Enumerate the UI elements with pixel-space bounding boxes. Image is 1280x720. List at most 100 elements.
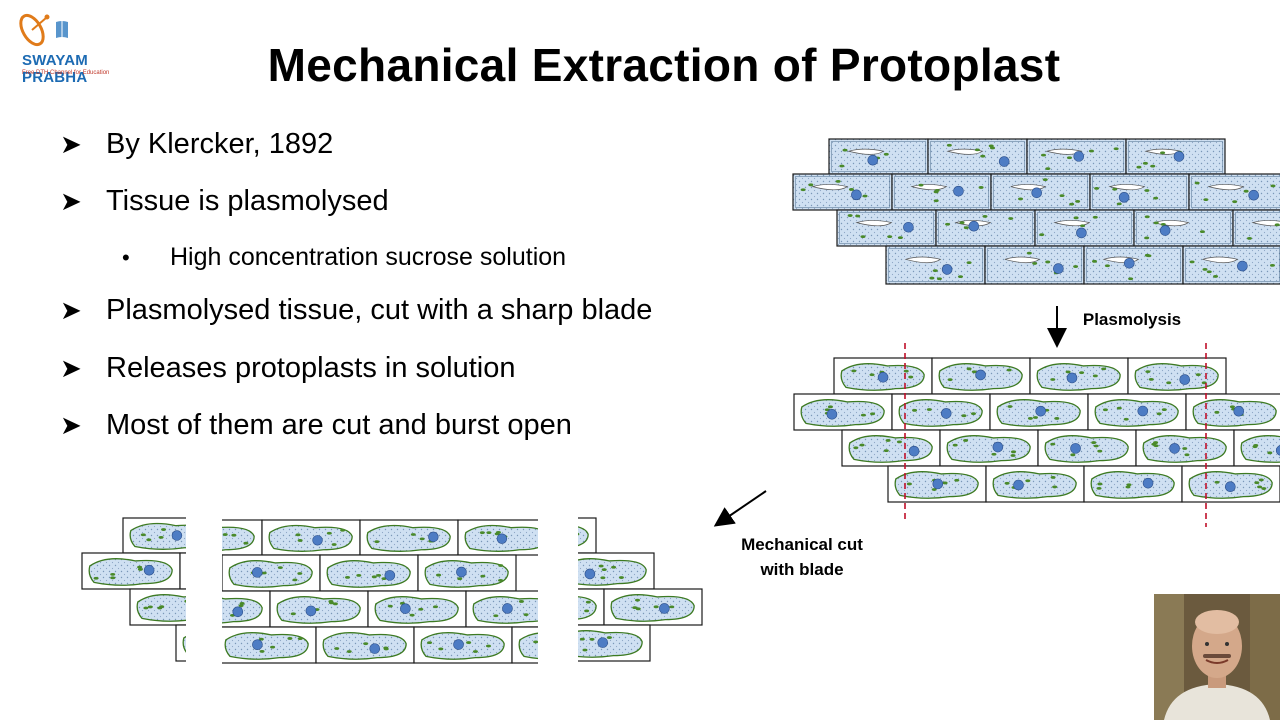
nucleus — [1031, 187, 1043, 199]
protoplast — [578, 630, 643, 658]
chloroplast — [1126, 483, 1132, 487]
plasmolysed-cell — [1181, 465, 1280, 503]
chloroplast — [945, 222, 951, 226]
chloroplast — [1054, 417, 1060, 420]
chloroplast — [932, 269, 938, 273]
nucleus — [953, 185, 964, 197]
chloroplast — [589, 637, 595, 641]
plasmolysed-cell — [841, 429, 941, 467]
nucleus — [975, 369, 986, 381]
chloroplast — [328, 600, 334, 603]
nucleus — [584, 568, 596, 580]
chloroplast — [191, 531, 196, 534]
chloroplast — [1069, 202, 1075, 206]
chloroplast — [480, 574, 486, 578]
protoplast — [374, 596, 459, 624]
chloroplast — [1050, 378, 1056, 381]
nucleus — [998, 156, 1010, 167]
nucleus — [1237, 260, 1248, 272]
chloroplast — [270, 645, 276, 649]
chloroplast — [1059, 194, 1065, 198]
chloroplast — [600, 576, 606, 580]
arrow-bullet-icon: ➤ — [60, 186, 82, 216]
plasmolysed-cell — [315, 626, 415, 664]
nucleus — [251, 567, 263, 578]
chloroplast — [297, 539, 303, 542]
chloroplast — [835, 179, 841, 183]
arrow-bullet-icon: ➤ — [60, 410, 82, 440]
plasmolysed-tissue — [793, 357, 1280, 503]
plasmolysed-cell — [1083, 465, 1183, 503]
nucleus — [252, 639, 263, 650]
turgid-cell — [1133, 209, 1234, 247]
chloroplast — [578, 532, 580, 536]
nucleus — [659, 603, 670, 614]
nucleus — [1035, 405, 1046, 417]
protoplast — [268, 524, 353, 552]
chloroplast — [383, 646, 389, 650]
nucleus — [143, 564, 155, 576]
chloroplast — [1261, 487, 1267, 490]
chloroplast — [1254, 481, 1260, 485]
chloroplast — [110, 572, 116, 576]
satellite-dish-icon — [19, 13, 68, 47]
chloroplast — [433, 605, 439, 609]
plasmolysed-cell — [511, 626, 538, 664]
chloroplast — [292, 578, 298, 582]
chloroplast — [1144, 189, 1150, 192]
chloroplast — [1045, 167, 1051, 171]
cut-arrow — [713, 490, 767, 527]
chloroplast — [839, 164, 845, 168]
nucleus — [1179, 374, 1191, 385]
slide-title: Mechanical Extraction of Protoplast — [267, 39, 1061, 91]
chloroplast — [1032, 262, 1038, 265]
mechanical-cut-label-line1: Mechanical cut — [741, 535, 863, 554]
nucleus — [1137, 405, 1149, 417]
protoplast — [800, 399, 885, 427]
protoplast — [1036, 363, 1121, 391]
chloroplast — [931, 488, 937, 491]
swayam-prabha-logo: SWAYAM PRABHA Free DTH Channel for Educa… — [8, 8, 128, 86]
chloroplast — [287, 637, 293, 640]
protoplast — [518, 632, 538, 660]
turgid-cell — [836, 209, 937, 247]
chloroplast — [485, 644, 491, 648]
chloroplast — [410, 533, 416, 536]
chloroplast — [1182, 447, 1188, 450]
protoplast — [1134, 363, 1219, 391]
plasmolysed-cell — [457, 519, 538, 556]
chloroplast — [1128, 277, 1134, 281]
nucleus — [1123, 257, 1135, 269]
chloroplast — [1246, 236, 1252, 240]
chloroplast — [1267, 451, 1273, 455]
nucleus — [1053, 263, 1064, 274]
turgid-cell — [984, 245, 1085, 285]
vacuole — [946, 148, 984, 155]
chloroplast — [966, 367, 972, 371]
cut-tissue-pieces — [81, 517, 703, 664]
turgid-cell — [927, 138, 1028, 175]
chloroplast — [1112, 187, 1118, 191]
nucleus — [1225, 481, 1236, 493]
chloroplast — [1116, 406, 1122, 410]
protoplast — [224, 632, 309, 660]
chloroplast — [203, 532, 208, 535]
bullet-text: Tissue is plasmolysed — [106, 185, 389, 217]
chloroplast — [853, 446, 859, 450]
plasmolysed-cell — [887, 465, 987, 503]
chloroplast — [457, 577, 463, 581]
protoplast — [848, 435, 933, 463]
nucleus — [1233, 405, 1245, 417]
chloroplast — [418, 607, 424, 611]
protoplast — [1044, 435, 1129, 463]
chloroplast — [632, 606, 638, 610]
protoplast — [228, 560, 313, 588]
nucleus — [428, 531, 439, 543]
plasmolysed-cell — [1185, 393, 1280, 431]
chloroplast — [498, 564, 504, 567]
logo-tagline: Free DTH Channel for Education — [22, 70, 110, 76]
protoplast — [472, 596, 538, 624]
nucleus — [187, 604, 197, 614]
chloroplast — [912, 408, 918, 412]
nucleus — [992, 441, 1004, 453]
